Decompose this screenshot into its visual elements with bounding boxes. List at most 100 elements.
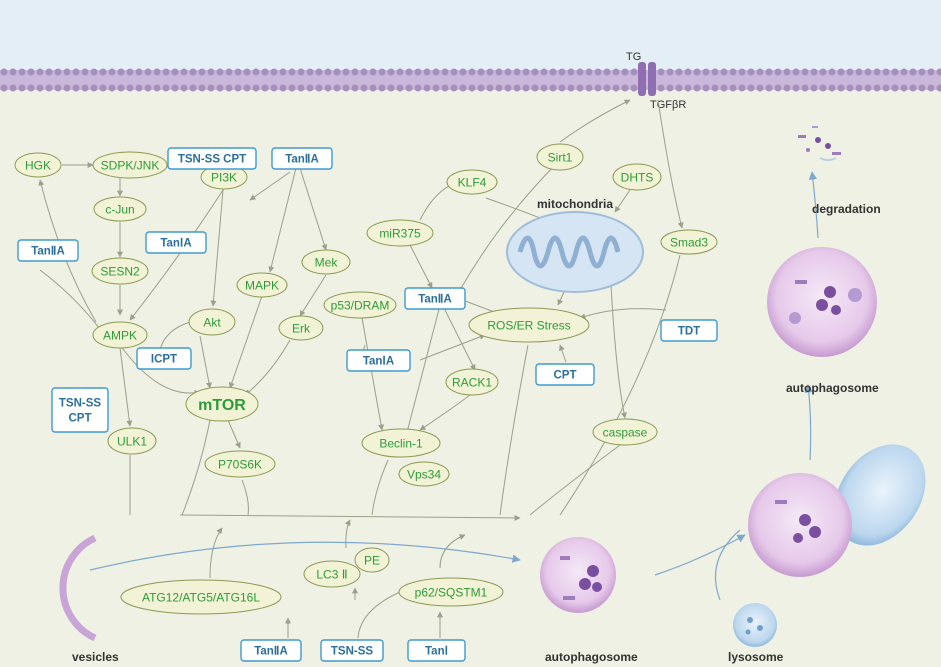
receptor-label: TGFβR xyxy=(650,99,686,111)
drug-tan2a-bottom: TanⅡA xyxy=(240,639,302,662)
drug-tsn-ss-bottom: TSN-SS xyxy=(320,639,384,662)
node-pi3k: PI3K xyxy=(200,164,248,190)
flow-arrows xyxy=(89,171,819,601)
drug-label-tan1a-left: TanⅠA xyxy=(160,237,191,250)
node-klf4: KLF4 xyxy=(446,169,498,195)
node-hgk: HGK xyxy=(14,152,62,178)
drug-label-tan2a-top: TanⅡA xyxy=(285,153,319,166)
node-lc3: LC3 Ⅱ xyxy=(303,560,361,588)
node-beclin1: Beclin-1 xyxy=(361,428,441,458)
node-dhts: DHTS xyxy=(612,163,662,191)
node-label-pe: PE xyxy=(364,553,380,567)
tgfbr-receptor-icon xyxy=(638,62,646,96)
node-label-klf4: KLF4 xyxy=(458,175,487,189)
autophagosome-bottom-label: autophagosome xyxy=(545,650,638,664)
node-label-lc3: LC3 Ⅱ xyxy=(316,567,347,581)
drug-label-cpt: CPT xyxy=(554,370,577,382)
lysosome-label: lysosome xyxy=(728,650,784,664)
node-caspase: caspase xyxy=(592,418,658,446)
drug-label-tsn-ss-bottom: TSN-SS xyxy=(331,646,374,658)
mitochondria-label: mitochondria xyxy=(537,197,613,211)
autophagosome-right-icon xyxy=(767,247,877,357)
node-p70s6k: P70S6K xyxy=(204,450,276,478)
vesicle-icon xyxy=(59,534,97,642)
node-mek: Mek xyxy=(301,249,351,275)
node-label-caspase: caspase xyxy=(603,425,648,439)
autophagosome-right-label: autophagosome xyxy=(786,381,879,395)
drug-label-tan2a-mid: TanⅡA xyxy=(418,293,452,306)
degradation-label: degradation xyxy=(812,202,881,216)
node-label-sesn2: SESN2 xyxy=(100,264,140,278)
node-sdpk-jnk: SDPK/JNK xyxy=(92,151,168,179)
node-label-hgk: HGK xyxy=(25,158,51,172)
drug-label-icpt: ICPT xyxy=(151,354,177,366)
node-label-sirt1: Sirt1 xyxy=(548,150,573,164)
extracellular-region xyxy=(0,0,941,70)
node-label-mek: Mek xyxy=(315,255,339,269)
drug-tan1a-left: TanⅠA xyxy=(145,231,207,254)
node-c-jun: c-Jun xyxy=(93,196,147,222)
drug-tan2a-left: TanⅡA xyxy=(17,239,79,262)
drug-tan2a-mid: TanⅡA xyxy=(404,287,466,310)
node-mir375: miR375 xyxy=(366,219,434,247)
drug-label-tsn-ss-cpt-left: TSN-SS xyxy=(59,398,102,410)
node-label-smad3: Smad3 xyxy=(670,235,708,249)
node-sesn2: SESN2 xyxy=(91,257,149,285)
node-label-p70s6k: P70S6K xyxy=(218,457,262,471)
node-label-ros-er: ROS/ER Stress xyxy=(487,318,570,332)
node-label-ampk: AMPK xyxy=(103,328,137,342)
drug-tan1a-mid: TanⅠA xyxy=(346,349,411,372)
node-mtor: mTOR xyxy=(185,386,259,422)
autolysosome-icon xyxy=(748,444,926,577)
drug-tsn-ss-cpt-left: TSN-SS CPT xyxy=(51,387,109,433)
drug-icpt: ICPT xyxy=(136,347,192,370)
node-erk: Erk xyxy=(278,315,324,341)
node-p53-dram: p53/DRAM xyxy=(323,291,397,319)
node-atg: ATG12/ATG5/ATG16L xyxy=(120,579,282,615)
node-p62: p62/SQSTM1 xyxy=(398,577,504,607)
drug-cpt: CPT xyxy=(535,363,595,386)
node-vps34: Vps34 xyxy=(398,461,450,487)
autophagosome-bottom-icon xyxy=(540,537,616,613)
node-label-vps34: Vps34 xyxy=(407,467,441,481)
drug-tdt: TDT xyxy=(660,319,718,342)
node-label-ulk1: ULK1 xyxy=(117,434,147,448)
drug-label-tdt: TDT xyxy=(678,326,700,338)
node-label-atg: ATG12/ATG5/ATG16L xyxy=(142,590,260,604)
node-ampk: AMPK xyxy=(92,321,148,349)
lysosome-icon xyxy=(733,603,777,647)
node-label-dhts: DHTS xyxy=(621,170,654,184)
cell-membrane xyxy=(0,62,941,96)
vesicles-label: vesicles xyxy=(72,650,119,664)
node-label-akt: Akt xyxy=(203,315,221,329)
node-label-p53-dram: p53/DRAM xyxy=(331,298,390,312)
node-label-p62: p62/SQSTM1 xyxy=(415,585,488,599)
node-akt: Akt xyxy=(188,308,236,336)
node-label-erk: Erk xyxy=(292,321,311,335)
degradation-debris-icon xyxy=(798,126,841,161)
node-label-beclin1: Beclin-1 xyxy=(379,436,423,450)
drug-label-tsn-ss-cpt-left: CPT xyxy=(69,413,92,425)
node-label-rack1: RACK1 xyxy=(452,375,492,389)
ligand-label: TG xyxy=(626,51,641,63)
drug-label-tsn-ss-cpt-top: TSN-SS CPT xyxy=(178,154,246,166)
drug-label-tan2a-left: TanⅡA xyxy=(31,245,65,258)
node-label-mapk: MAPK xyxy=(245,278,279,292)
drug-tan2a-top: TanⅡA xyxy=(271,147,333,170)
node-sirt1: Sirt1 xyxy=(536,143,584,171)
drug-tan1-bottom: TanⅠ xyxy=(407,639,466,662)
node-rack1: RACK1 xyxy=(445,368,499,396)
drug-label-tan1-bottom: TanⅠ xyxy=(425,645,448,658)
node-ros-er: ROS/ER Stress xyxy=(468,307,590,343)
node-label-sdpk-jnk: SDPK/JNK xyxy=(101,158,160,172)
mitochondria-icon xyxy=(506,211,644,293)
node-label-pi3k: PI3K xyxy=(211,170,237,184)
node-label-c-jun: c-Jun xyxy=(105,202,134,216)
node-ulk1: ULK1 xyxy=(107,427,157,455)
drug-label-tan1a-mid: TanⅠA xyxy=(363,355,394,368)
node-pe: PE xyxy=(354,547,390,573)
node-smad3: Smad3 xyxy=(660,229,718,255)
node-label-mtor: mTOR xyxy=(198,397,246,414)
node-mapk: MAPK xyxy=(236,272,288,298)
